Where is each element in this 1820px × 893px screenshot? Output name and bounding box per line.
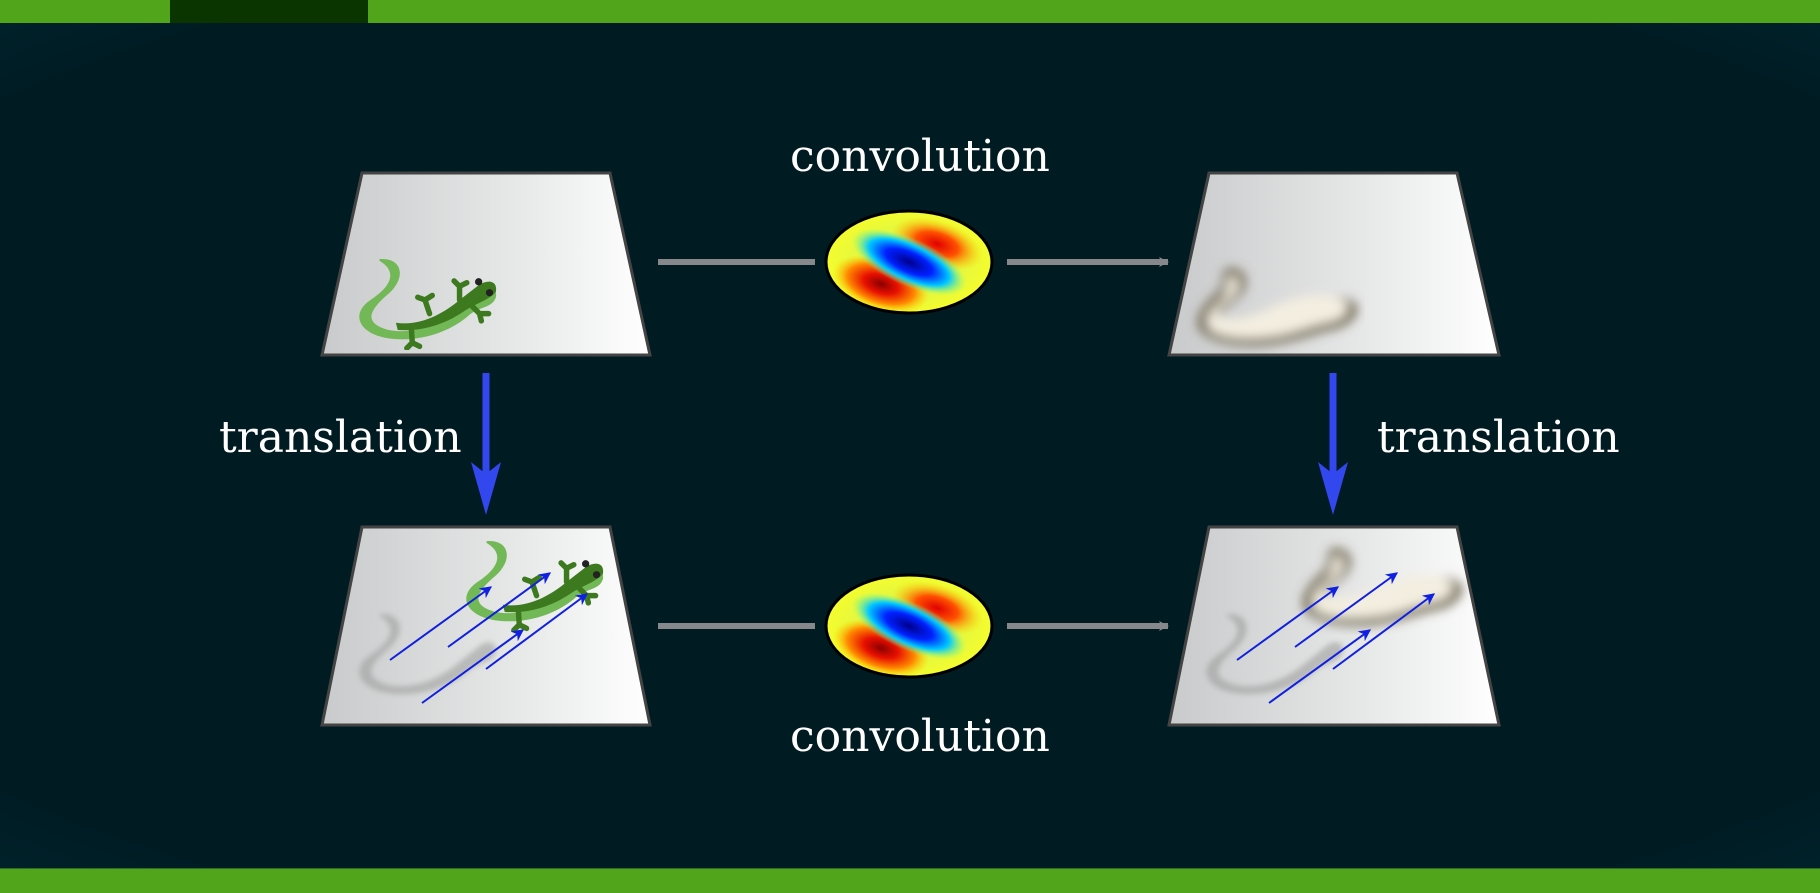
slide-stage [0, 23, 1820, 868]
translation-label-left: translation [219, 412, 462, 463]
convolution-label-bottom: convolution [790, 711, 1050, 762]
motion-vector [421, 629, 524, 704]
translated-convolved-image-plane [1167, 525, 1501, 727]
motion-vector [1332, 593, 1435, 670]
motion-vectors [389, 572, 588, 704]
motion-vector [389, 586, 492, 661]
convolution-kernel-bottom [824, 570, 994, 688]
convolution-kernel-top [824, 206, 994, 324]
motion-vector [1294, 572, 1398, 648]
motion-vector [1268, 629, 1371, 704]
motion-vector [1236, 586, 1339, 661]
convolved-image-plane [1167, 171, 1501, 357]
translated-image-plane [320, 525, 652, 727]
input-image-plane [320, 171, 652, 357]
translation-arrow-right [1318, 373, 1348, 515]
top-bar-tab [170, 0, 368, 23]
top-bar [0, 0, 1820, 23]
motion-vector [485, 593, 588, 670]
translation-label-right: translation [1377, 412, 1620, 463]
convolution-label-top: convolution [790, 131, 1050, 182]
bottom-bar [0, 868, 1820, 893]
motion-vector [447, 572, 551, 648]
motion-vectors [1236, 572, 1435, 704]
translation-arrow-left [471, 373, 501, 515]
